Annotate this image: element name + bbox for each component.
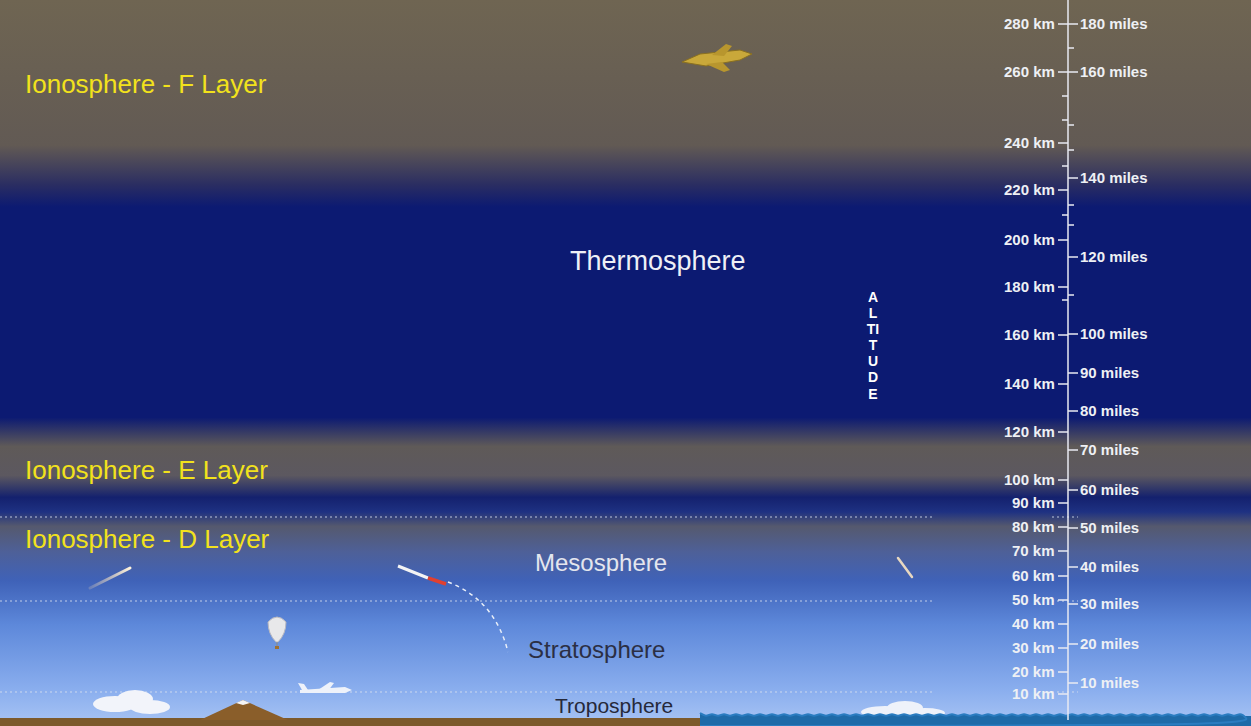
airplane xyxy=(298,682,352,693)
altitude-km-label: 30 km xyxy=(1012,639,1055,656)
sounding-rocket xyxy=(398,566,508,652)
altitude-axis xyxy=(1058,0,1078,720)
altitude-miles-label: 60 miles xyxy=(1080,481,1139,498)
mountain xyxy=(200,700,288,720)
altitude-km-label: 60 km xyxy=(1012,567,1055,584)
cloud xyxy=(93,690,170,714)
altitude-km-label: 140 km xyxy=(1004,375,1055,392)
altitude-miles-label: 30 miles xyxy=(1080,595,1139,612)
altitude-km-label: 160 km xyxy=(1004,326,1055,343)
altitude-km-label: 100 km xyxy=(1004,471,1055,488)
space-shuttle xyxy=(682,44,752,72)
altitude-km-label: 240 km xyxy=(1004,134,1055,151)
ionosphere-layer-label: Ionosphere - E Layer xyxy=(25,456,268,486)
altitude-miles-label: 10 miles xyxy=(1080,674,1139,691)
altitude-km-label: 40 km xyxy=(1012,615,1055,632)
altitude-miles-label: 120 miles xyxy=(1080,248,1148,265)
altitude-miles-label: 100 miles xyxy=(1080,325,1148,342)
altitude-km-label: 20 km xyxy=(1012,663,1055,680)
altitude-km-label: 50 km xyxy=(1012,591,1055,608)
altitude-miles-label: 90 miles xyxy=(1080,364,1139,381)
altitude-km-label: 220 km xyxy=(1004,181,1055,198)
altitude-miles-label: 70 miles xyxy=(1080,441,1139,458)
altitude-km-label: 10 km xyxy=(1012,685,1055,702)
altitude-km-label: 260 km xyxy=(1004,63,1055,80)
meteor xyxy=(90,568,130,588)
altitude-miles-label: 140 miles xyxy=(1080,169,1148,186)
altitude-miles-label: 40 miles xyxy=(1080,558,1139,575)
altitude-miles-label: 160 miles xyxy=(1080,63,1148,80)
altitude-km-label: 70 km xyxy=(1012,542,1055,559)
weather-balloon xyxy=(268,617,286,649)
altitude-miles-label: 50 miles xyxy=(1080,519,1139,536)
altitude-km-label: 80 km xyxy=(1012,518,1055,535)
altitude-km-label: 120 km xyxy=(1004,423,1055,440)
layer-name: Mesosphere xyxy=(535,549,667,577)
meteor xyxy=(898,558,912,577)
altitude-miles-label: 80 miles xyxy=(1080,402,1139,419)
altitude-km-label: 90 km xyxy=(1012,494,1055,511)
axis-title: ALTITUDE xyxy=(866,289,880,402)
altitude-km-label: 180 km xyxy=(1004,278,1055,295)
altitude-km-label: 280 km xyxy=(1004,15,1055,32)
ionosphere-layer-label: Ionosphere - F Layer xyxy=(25,70,266,100)
ionosphere-layer-label: Ionosphere - D Layer xyxy=(25,525,269,555)
altitude-km-label: 200 km xyxy=(1004,231,1055,248)
ocean xyxy=(700,713,1251,726)
altitude-miles-label: 180 miles xyxy=(1080,15,1148,32)
layer-name: Thermosphere xyxy=(570,246,746,277)
ground xyxy=(0,718,700,726)
layer-name: Stratosphere xyxy=(528,636,665,664)
layer-name: Troposphere xyxy=(555,694,673,718)
altitude-miles-label: 20 miles xyxy=(1080,635,1139,652)
